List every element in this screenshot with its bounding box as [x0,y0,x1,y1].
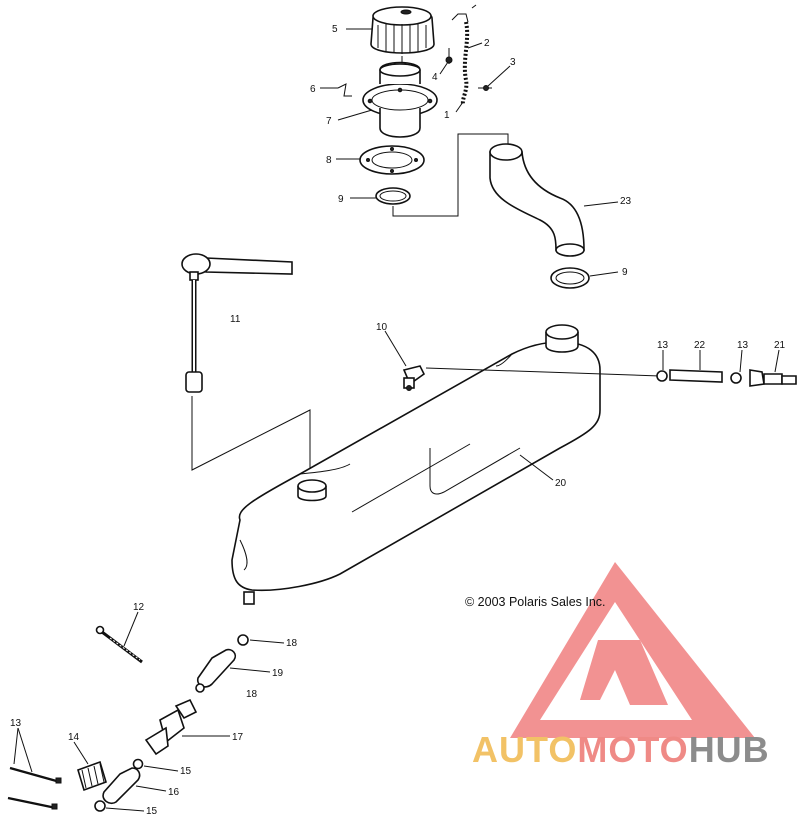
callout-16: 16 [168,787,180,798]
callout-13-bottom: 13 [10,718,22,729]
clamp-15-upper [132,758,144,770]
callout-8: 8 [326,155,332,166]
spring-14 [77,760,107,792]
hose-clamp-9-upper [375,187,411,205]
callout-9-lower: 9 [622,267,628,278]
screw-4 [445,48,453,64]
watermark-hub: HUB [689,729,770,770]
callout-17: 17 [232,732,244,743]
callout-9-upper: 9 [338,194,344,205]
callout-21: 21 [774,340,786,351]
watermark-moto: MOTO [577,729,688,770]
callout-18-upper: 18 [286,638,298,649]
gasket-8 [359,145,425,175]
clamp-18-upper [237,634,249,646]
callout-13-left: 13 [657,340,669,351]
callout-22: 22 [694,340,706,351]
rivet-3 [478,85,492,91]
cable-ties-13 [7,766,62,810]
clip-6 [337,83,352,97]
tether-chain [451,4,477,105]
bolt-12 [95,625,143,664]
callout-23: 23 [620,196,632,207]
callout-18-lower: 18 [246,689,258,700]
fill-hose-23 [489,143,585,257]
callout-2: 2 [484,38,490,49]
callout-19: 19 [272,668,284,679]
callout-5: 5 [332,24,338,35]
callout-11: 11 [230,314,241,325]
callout-numbers: 5 2 3 4 1 6 7 8 9 23 9 11 10 13 22 13 21… [10,24,786,815]
callout-15-lower: 15 [146,806,158,815]
callout-14: 14 [68,732,80,743]
callout-7: 7 [326,116,332,127]
callout-13-right: 13 [737,340,749,351]
vent-fitting-10 [402,365,426,391]
watermark-inner-mark [580,640,668,705]
filler-cap [370,6,435,72]
oil-hose-16 [102,767,141,805]
leader-lines [13,28,780,812]
oil-hose-19 [195,648,237,693]
oil-filter-17 [144,698,198,756]
filler-neck [362,61,438,138]
clamp-15-lower [94,800,106,812]
callout-1: 1 [444,110,450,121]
callout-20: 20 [555,478,567,489]
vent-hose-assembly [656,369,797,387]
watermark-auto: AUTO [472,729,577,770]
callout-10: 10 [376,322,388,333]
watermark-text: AUTOMOTOHUB [472,729,770,770]
callout-3: 3 [510,57,516,68]
watermark-logo [510,562,755,738]
callout-4: 4 [432,72,438,83]
oil-tank-20 [231,324,601,605]
watermark-triangle [510,562,755,738]
copyright-text: © 2003 Polaris Sales Inc. [465,595,606,609]
hose-clamp-9-lower [550,267,590,289]
callout-15-upper: 15 [180,766,192,777]
callout-6: 6 [310,84,316,95]
callout-12: 12 [133,602,145,613]
dipstick-11 [181,253,293,393]
